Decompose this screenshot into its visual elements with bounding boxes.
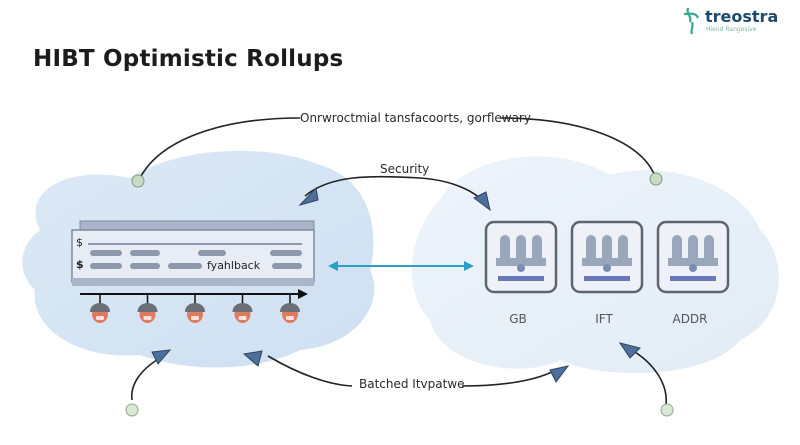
security-label: Security bbox=[380, 162, 430, 176]
logo-tagline: Hiend Rangesive bbox=[706, 26, 757, 33]
node-icon bbox=[280, 294, 300, 323]
validator-label: ADDR bbox=[672, 312, 708, 326]
node-icon bbox=[137, 294, 158, 323]
arrowhead-icon bbox=[473, 191, 491, 212]
validator-building-icon bbox=[656, 220, 730, 294]
page-title: HIBT Optimistic Rollups bbox=[33, 46, 344, 72]
top-flow-connector bbox=[139, 117, 301, 179]
batched-flow-label: Batched Itvpatwe bbox=[359, 377, 465, 391]
plant-icon bbox=[683, 7, 700, 35]
node-icon bbox=[90, 294, 110, 323]
plant-icon bbox=[660, 403, 674, 417]
plant-icon-right bbox=[649, 172, 663, 186]
security-connector bbox=[304, 175, 489, 207]
node-icon bbox=[185, 294, 205, 323]
plant-icon bbox=[125, 403, 139, 417]
arrowhead-icon bbox=[618, 342, 641, 359]
ledger-currency-2: $ bbox=[76, 258, 84, 271]
logo-text: treostra bbox=[705, 7, 779, 26]
validator-label: GB bbox=[509, 312, 527, 326]
validator-label: IFT bbox=[595, 312, 613, 326]
ledger-inline-label: fyahlback bbox=[207, 259, 261, 272]
ledger-currency-1: $ bbox=[76, 236, 83, 249]
plant-icon-left bbox=[131, 174, 145, 188]
validator-building-icon bbox=[484, 220, 558, 294]
batched-flow-connector bbox=[267, 355, 353, 387]
ledger-block bbox=[71, 220, 315, 286]
arrowhead-icon bbox=[298, 186, 319, 206]
arrowhead-icon bbox=[242, 350, 263, 367]
arrowhead-icon bbox=[549, 365, 570, 383]
validator-building-icon bbox=[570, 220, 644, 294]
arrowhead-icon bbox=[151, 349, 172, 365]
top-flow-label: Onrwroctmial tansfacoorts, gorflewary bbox=[300, 111, 531, 125]
node-icon bbox=[232, 294, 253, 323]
